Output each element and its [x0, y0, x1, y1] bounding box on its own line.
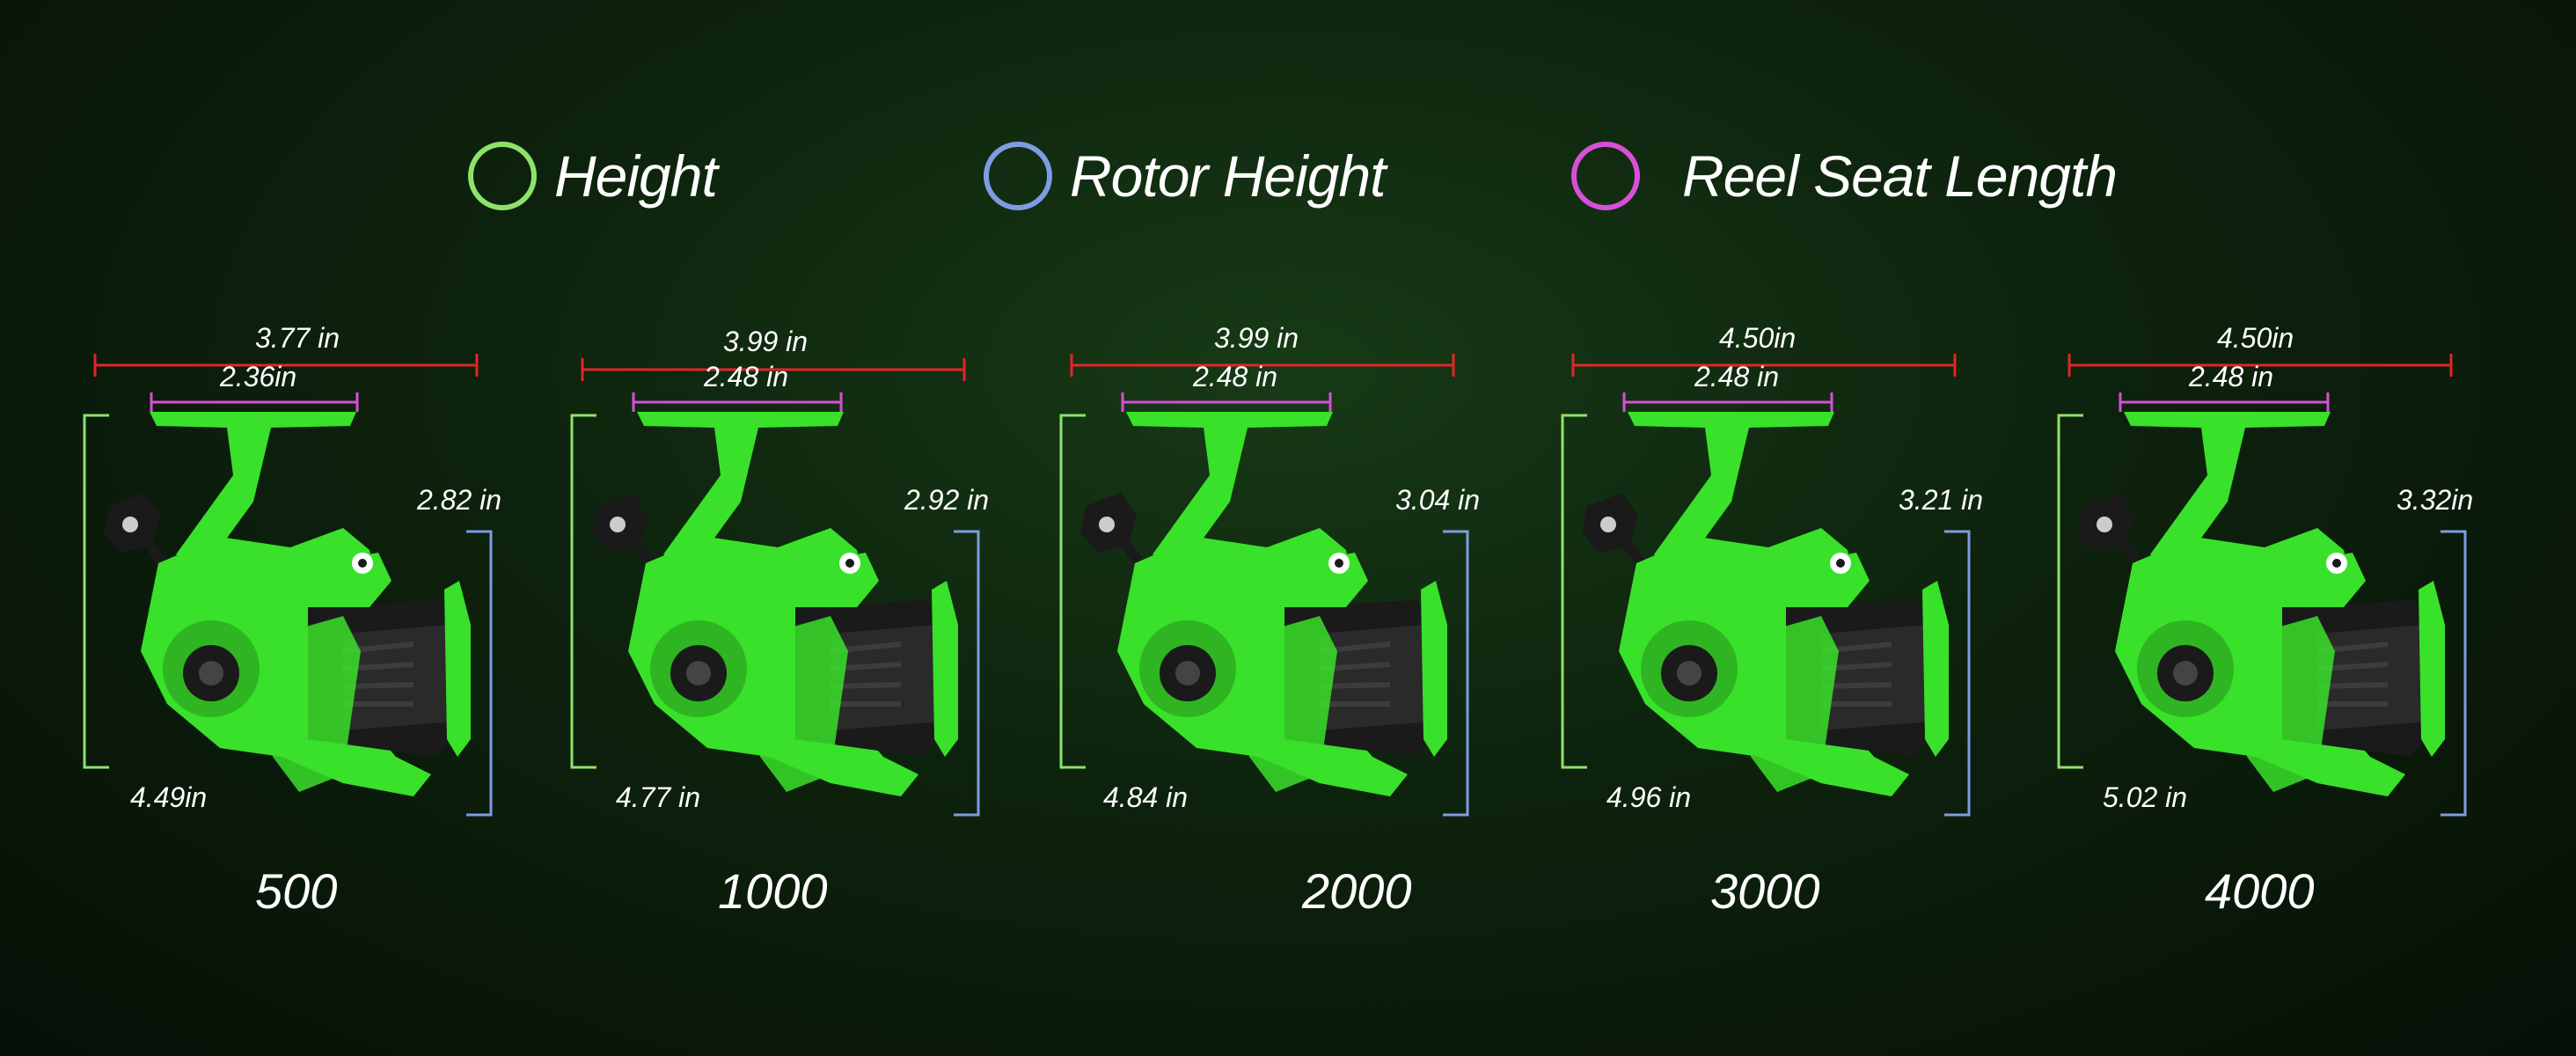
width-dimension-line [1070, 354, 1455, 377]
rotor-bracket [1443, 530, 1469, 817]
rotor-bracket [466, 530, 493, 817]
height-bracket [570, 414, 596, 769]
height-bracket [2057, 414, 2083, 769]
seat-dimension-line [2119, 392, 2330, 412]
reel-card-500: 3.77 in 2.36in 2.82 in 4.49in 500 [79, 317, 572, 950]
reel-icon [1582, 412, 1949, 796]
magenta-circle-icon [1571, 142, 1640, 210]
width-measurement: 3.99 in [723, 326, 809, 357]
seat-measurement: 2.48 in [704, 361, 789, 392]
legend-item-height: Height [468, 132, 718, 220]
rotor-bracket [2441, 530, 2467, 817]
reel-dimension-diagram [83, 354, 493, 817]
height-measurement: 4.96 in [1606, 781, 1692, 813]
legend-item-rotor-height: Rotor Height [984, 132, 1387, 220]
legend-label-rotor-height: Rotor Height [1070, 143, 1387, 209]
model-label: 4000 [2205, 863, 2315, 919]
reel-icon [104, 412, 471, 796]
height-measurement: 4.84 in [1103, 781, 1189, 813]
rotor-measurement: 3.21 in [1899, 484, 1984, 516]
reel-card-2000: 3.99 in 2.48 in 3.04 in 4.84 in 2000 [1056, 317, 1548, 950]
legend: Height Rotor Height Reel Seat Length [0, 132, 2576, 220]
width-measurement: 3.99 in [1214, 322, 1299, 354]
seat-dimension-line [150, 392, 359, 412]
height-bracket [1561, 414, 1587, 769]
reel-icon [1080, 412, 1447, 796]
height-bracket [1059, 414, 1086, 769]
rotor-bracket [954, 530, 980, 817]
reel-icon [591, 412, 958, 796]
width-dimension-line [2067, 354, 2453, 377]
reel-dimension-diagram [570, 358, 980, 817]
seat-measurement: 2.48 in [2189, 361, 2274, 392]
height-measurement: 4.49in [130, 781, 208, 813]
model-label: 3000 [1710, 863, 1820, 919]
reel-icon [2078, 412, 2445, 796]
rotor-measurement: 3.04 in [1395, 484, 1481, 516]
width-measurement: 4.50in [1719, 322, 1797, 354]
rotor-measurement: 2.82 in [417, 484, 502, 516]
width-dimension-line [1571, 354, 1957, 377]
height-measurement: 4.77 in [616, 781, 701, 813]
model-label: 1000 [718, 863, 828, 919]
seat-measurement: 2.36in [220, 361, 297, 392]
legend-label-height: Height [554, 143, 718, 209]
height-measurement: 5.02 in [2103, 781, 2188, 813]
reel-dimension-diagram [1059, 354, 1469, 817]
width-measurement: 3.77 in [255, 322, 340, 354]
seat-dimension-line [1121, 392, 1332, 412]
width-dimension-line [581, 358, 966, 381]
seat-measurement: 2.48 in [1193, 361, 1278, 392]
height-bracket [83, 414, 109, 769]
width-dimension-line [93, 354, 479, 377]
legend-item-reel-seat-length: Reel Seat Length [1571, 132, 2118, 220]
reel-dimension-diagram [2057, 354, 2467, 817]
green-circle-icon [468, 142, 537, 210]
reel-card-3000: 4.50in 2.48 in 3.21 in 4.96 in 3000 [1557, 317, 2050, 950]
width-measurement: 4.50in [2217, 322, 2294, 354]
rotor-measurement: 2.92 in [904, 484, 990, 516]
reel-card-4000: 4.50in 2.48 in 3.32in 5.02 in 4000 [2053, 317, 2546, 950]
rotor-bracket [1944, 530, 1971, 817]
model-label: 2000 [1302, 863, 1412, 919]
seat-dimension-line [1622, 392, 1833, 412]
blue-circle-icon [984, 142, 1052, 210]
rotor-measurement: 3.32in [2397, 484, 2474, 516]
seat-measurement: 2.48 in [1694, 361, 1780, 392]
reel-card-1000: 3.99 in 2.48 in 2.92 in 4.77 in 1000 [567, 317, 1059, 950]
model-label: 500 [255, 863, 338, 919]
reel-dimension-diagram [1561, 354, 1971, 817]
seat-dimension-line [632, 392, 843, 412]
legend-label-reel-seat-length: Reel Seat Length [1682, 143, 2118, 209]
